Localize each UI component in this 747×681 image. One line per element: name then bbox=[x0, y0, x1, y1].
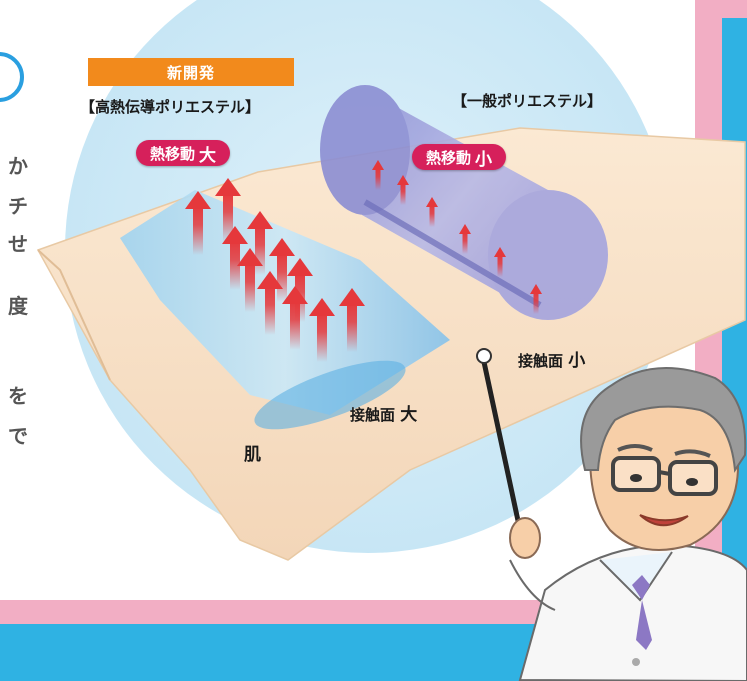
contact-text: 接触面 bbox=[350, 406, 396, 424]
cutoff-text-char: せ bbox=[8, 232, 28, 256]
heat-transfer-large-pill: 熱移動大 bbox=[136, 140, 231, 166]
contact-small-label: 接触面 小 bbox=[518, 346, 585, 371]
general-polyester-label: 【一般ポリエステル】 bbox=[452, 92, 603, 110]
heat-transfer-emph: 大 bbox=[199, 145, 217, 166]
contact-emph: 大 bbox=[400, 405, 418, 425]
high-conductivity-label: 【高熱伝導ポリエステル】 bbox=[80, 98, 261, 116]
heat-transfer-small-pill: 熱移動小 bbox=[412, 144, 507, 170]
cutoff-text-char: か bbox=[8, 154, 28, 178]
heat-transfer-text: 熱移動 bbox=[426, 148, 472, 167]
new-development-tag: 新開発 bbox=[88, 58, 294, 86]
heat-transfer-text: 熱移動 bbox=[150, 144, 196, 163]
cutoff-text-char: 度 bbox=[8, 294, 28, 318]
professor-illustration bbox=[509, 367, 747, 681]
contact-emph: 小 bbox=[568, 351, 586, 371]
heat-transfer-emph: 小 bbox=[475, 149, 493, 170]
skin-label: 肌 bbox=[244, 445, 261, 465]
pointer-stick bbox=[476, 348, 523, 533]
cutoff-text-char: チ bbox=[8, 194, 28, 218]
cutoff-text-char: で bbox=[8, 424, 28, 448]
cutoff-text-char: を bbox=[8, 384, 28, 408]
contact-large-label: 接触面 大 bbox=[350, 400, 417, 425]
contact-text: 接触面 bbox=[518, 352, 564, 370]
